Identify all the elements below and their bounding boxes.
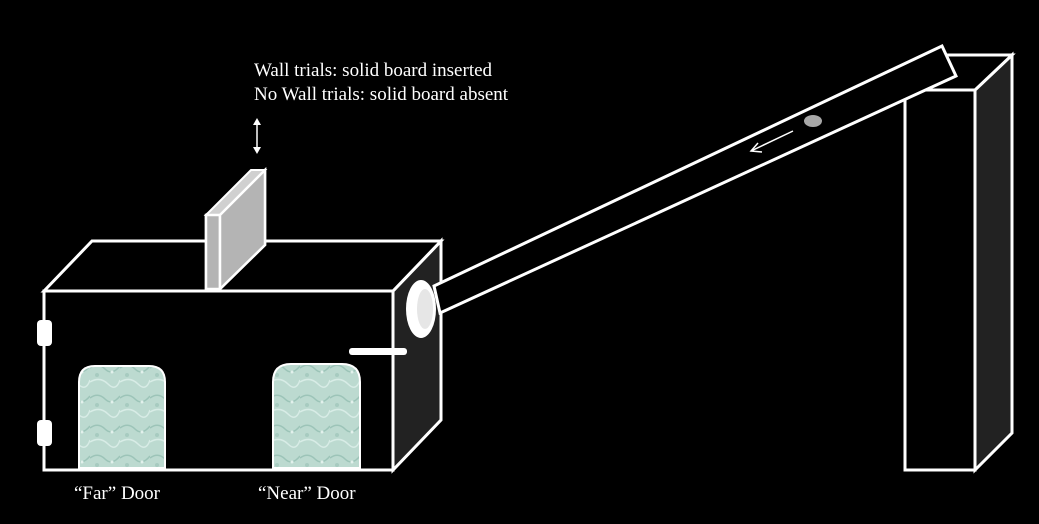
door-handle [349,348,407,355]
near-door-label: “Near” Door [258,483,356,504]
solid-board [203,166,268,292]
double-vertical-arrow-icon [253,118,261,154]
post-side-face [973,51,1014,474]
ramp [432,43,958,316]
no-wall-trials-line: No Wall trials: solid board absent [254,84,509,105]
ramp-opening-inner [417,289,433,329]
far-door [78,365,166,469]
post-front-face [903,88,977,472]
hinge-upper [37,320,52,346]
board-face [204,213,222,291]
board-panel [218,166,267,292]
left-arrow-icon [749,130,794,153]
far-door-label: “Far” Door [74,483,160,504]
wall-trials-line: Wall trials: solid board inserted [254,60,493,81]
wall-trials-note: Wall trials: solid board inserted No Wal… [254,59,508,107]
support-post [901,51,1016,474]
near-door [272,363,361,469]
ball [804,115,822,127]
hinge-lower [37,420,52,446]
